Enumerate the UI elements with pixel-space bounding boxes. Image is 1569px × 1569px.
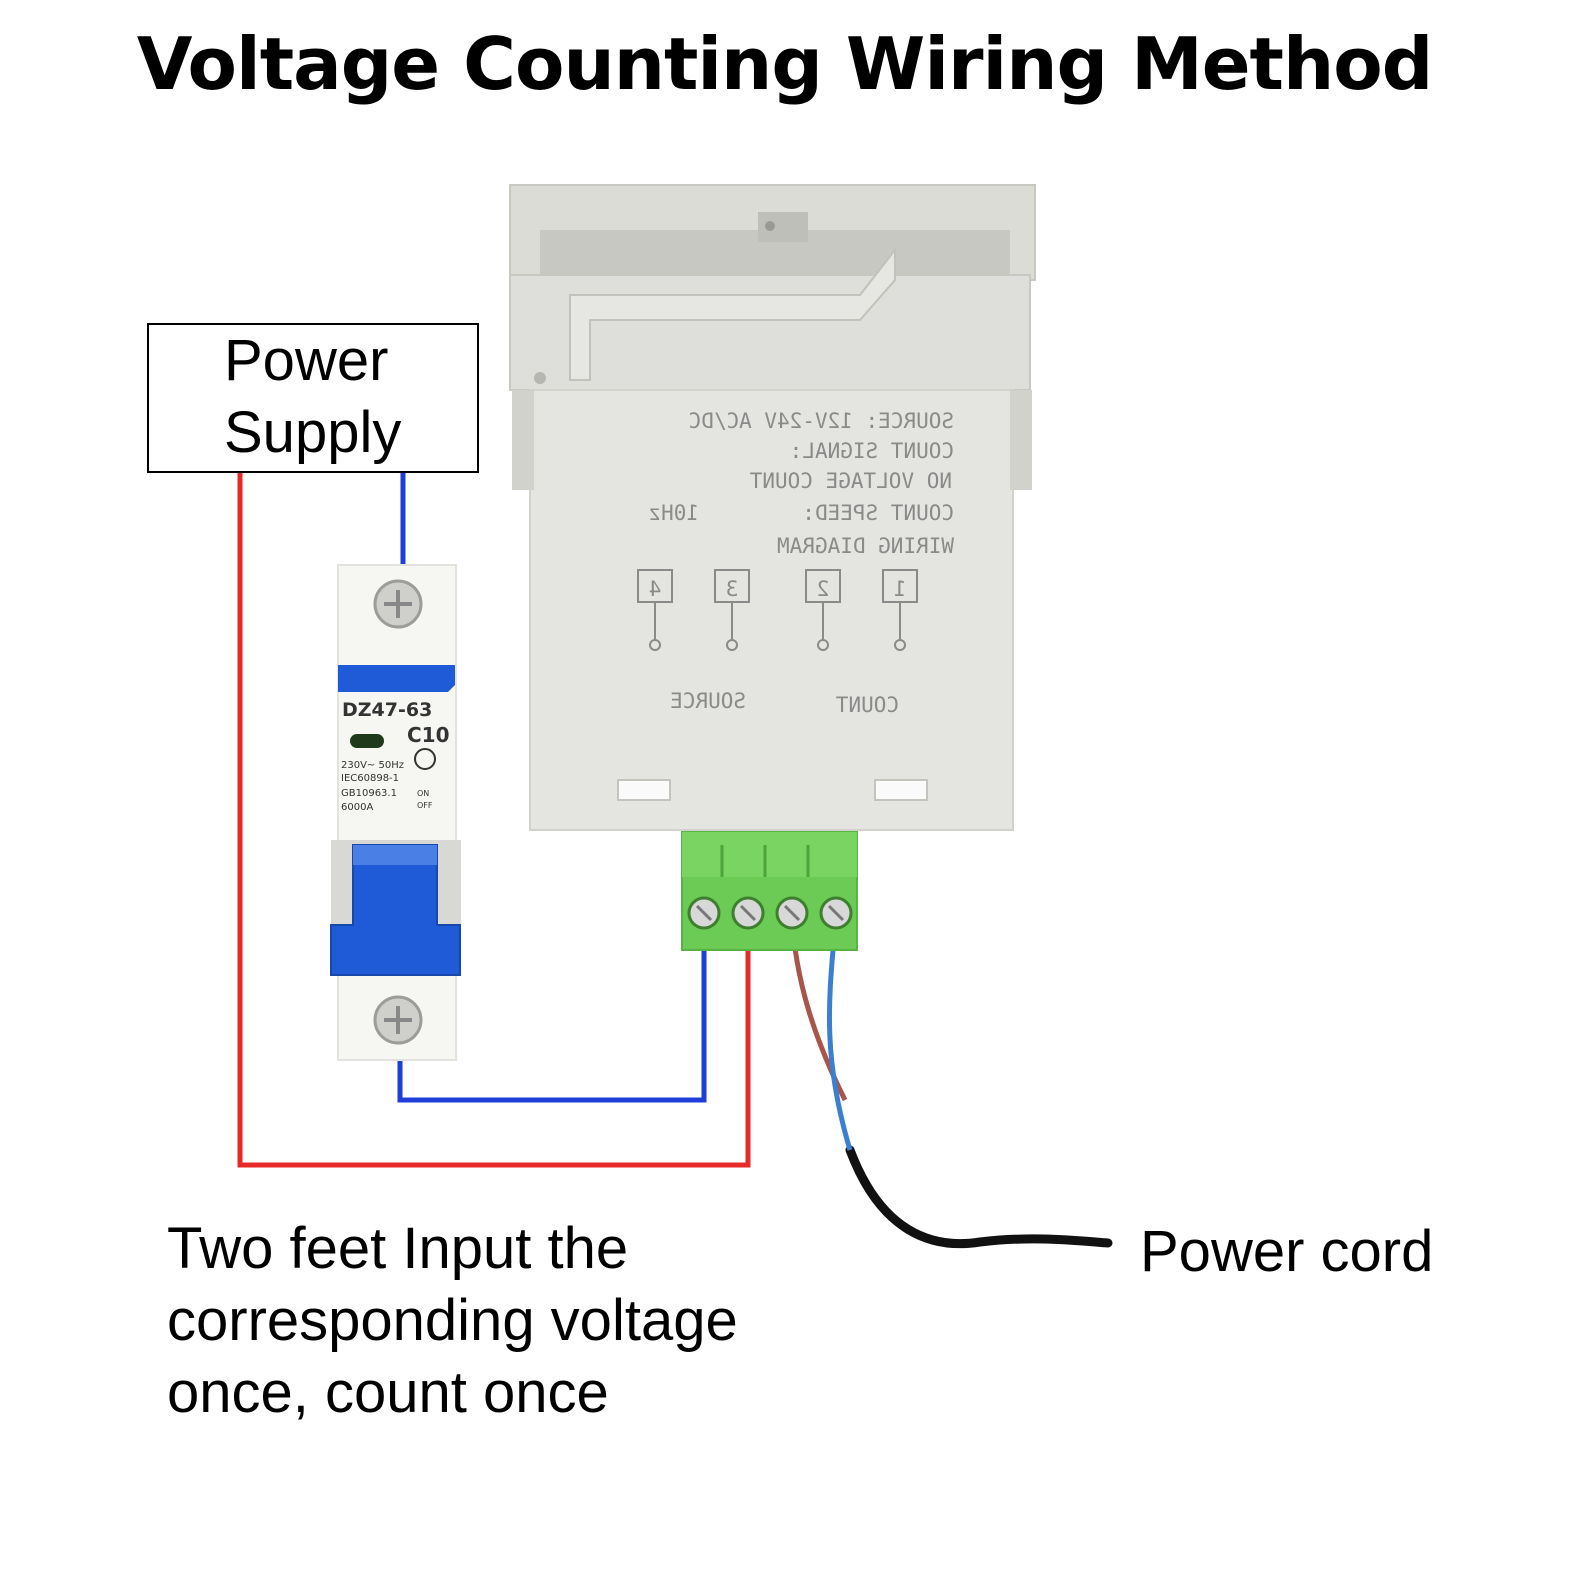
blue-wire-breaker-out [397,915,707,1103]
terminal-screw-1 [687,896,721,930]
breaker-off-label: OFF [417,801,433,810]
power-cord-label: Power cord [1140,1219,1434,1284]
terminal-marker-1: 1 [882,569,918,651]
breaker-spec-1: 230V~ 50Hz [341,760,404,771]
svg-text:3: 3 [726,577,739,601]
terminal-marker-4: 4 [637,569,673,651]
group-count-text: COUNT [835,693,899,717]
breaker-model: DZ47-63 [342,699,432,721]
breaker-top-screw [373,579,423,629]
breaker-bottom-screw [373,995,423,1045]
breaker-spec-2: IEC60898-1 [341,773,399,784]
red-wire-supply [237,473,751,1168]
breaker-blue-label [338,665,455,692]
svg-text:4: 4 [649,577,662,601]
power-supply-label: Power Supply [224,325,401,469]
power-supply-box: Power Supply [147,323,479,473]
breaker-rating: C10 [407,723,450,747]
svg-text:1: 1 [894,577,907,601]
count-speed-text: COUNT SPEED: [802,501,954,525]
power-supply-line-1: Power [224,328,389,393]
terminal-marker-3: 3 [714,569,750,651]
power-supply-line-2: Supply [224,400,402,465]
breaker-spec-3: GB10963.1 [341,788,397,799]
counter-device: SOURCE: 12V-24V AC/DC COUNT SIGNAL: NO V… [509,184,1036,831]
counter-body [529,389,1014,831]
no-voltage-count-text: NO VOLTAGE COUNT [749,469,952,493]
circuit-breaker: DZ47-63 C10 230V~ 50Hz IEC60898-1 GB1096… [330,564,461,1061]
caption-line-1: Two feet Input the [167,1216,629,1281]
terminal-block [681,831,858,951]
breaker-on-label: ON [417,789,429,798]
caption-line-3: once, count once [167,1360,609,1425]
wiring-caption: Two feet Input the corresponding voltage… [167,1213,738,1429]
power-cord-black [845,1145,1113,1249]
terminal-screw-4 [819,896,853,930]
breaker-indicator [350,734,384,748]
source-spec-text: SOURCE: 12V-24V AC/DC [688,409,954,433]
wiring-diagram-text: WIRING DIAGRAM [777,534,954,558]
terminal-marker-2: 2 [805,569,841,651]
terminal-screw-3 [775,896,809,930]
breaker-spec-4: 6000A [341,802,373,813]
page-title: Voltage Counting Wiring Method [136,22,1433,106]
svg-text:2: 2 [817,577,830,601]
terminal-screw-2 [731,896,765,930]
vent-slot-left [617,779,671,801]
count-signal-text: COUNT SIGNAL: [790,439,954,463]
breaker-toggle [330,844,461,976]
vent-slot-right [874,779,928,801]
caption-line-2: corresponding voltage [167,1288,738,1353]
group-source-text: SOURCE [670,689,746,713]
count-speed-value: 10Hz [648,501,699,525]
